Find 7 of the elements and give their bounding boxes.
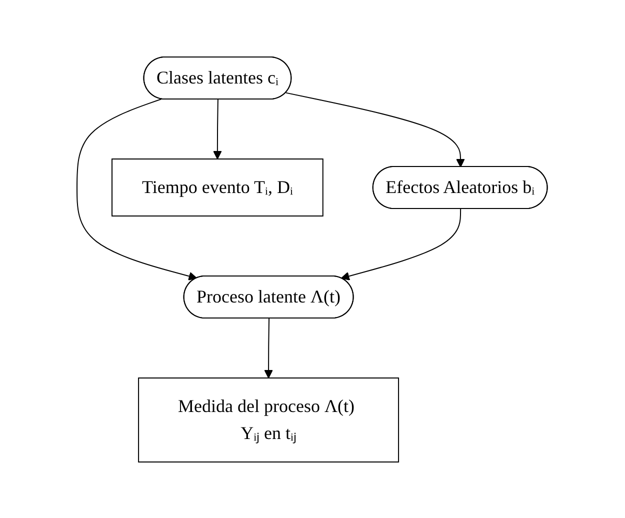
node-box: Medida del proceso Λ(t) Yᵢⱼ en tᵢⱼ bbox=[138, 377, 400, 462]
arrow bbox=[76, 98, 198, 280]
arrow bbox=[213, 98, 222, 159]
arrow bbox=[341, 208, 462, 280]
arrow bbox=[286, 92, 466, 167]
arrow bbox=[264, 318, 274, 378]
node-box: Tiempo evento Tᵢ, Dᵢ bbox=[112, 158, 324, 216]
